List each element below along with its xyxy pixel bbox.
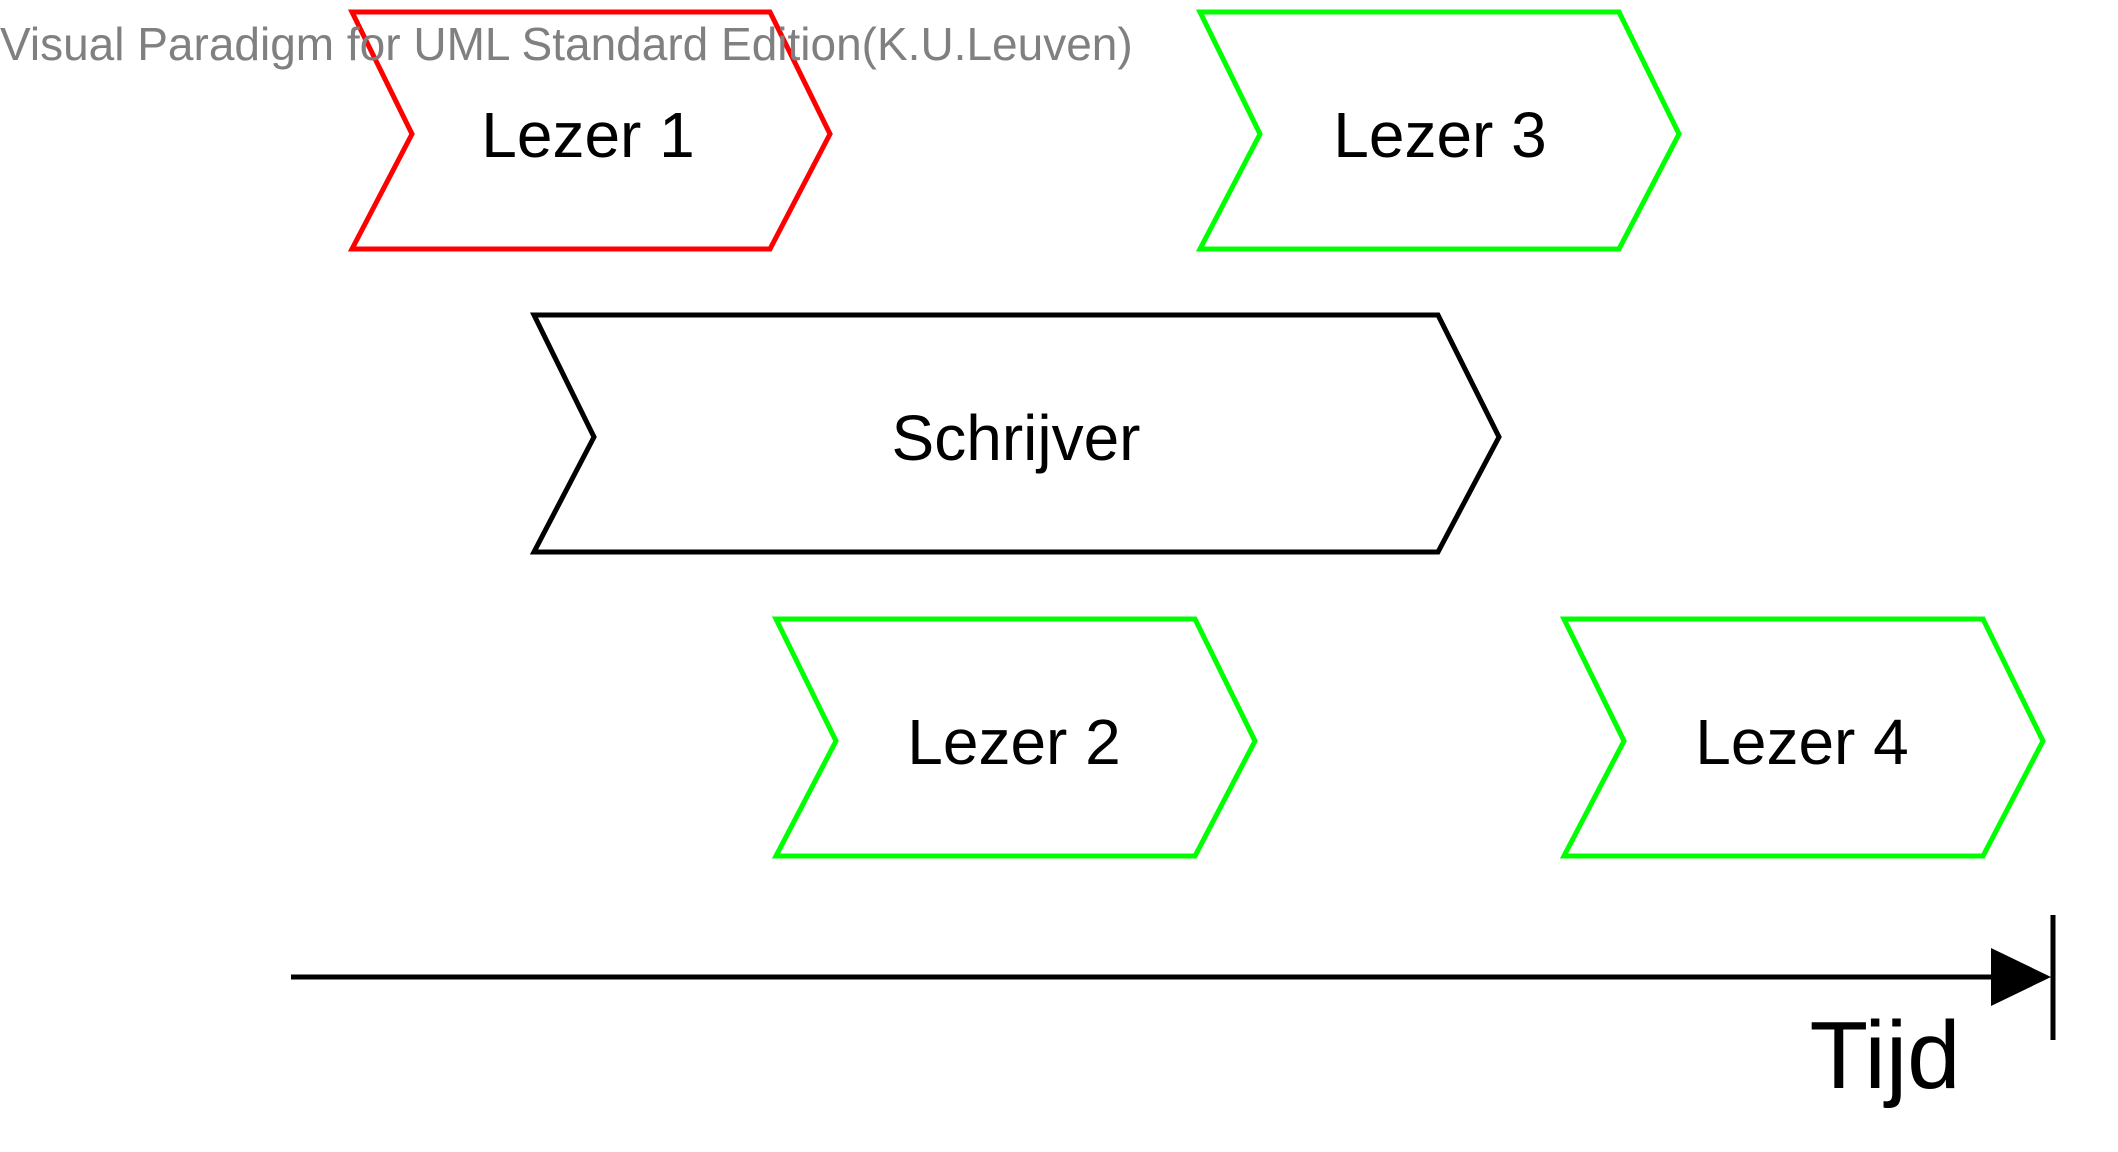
lezer-3-chevron	[1195, 9, 1682, 252]
lezer-2-chevron	[771, 616, 1258, 859]
schrijver-chevron	[529, 312, 1502, 555]
schrijver-shape: Schrijver	[529, 312, 1502, 555]
lezer-1-label: Lezer 1	[481, 99, 694, 171]
lezer-2-label: Lezer 2	[907, 706, 1120, 778]
lezer-4-shape: Lezer 4	[1559, 616, 2046, 859]
lezer-4-chevron	[1559, 616, 2046, 859]
time-axis-label: Tijd	[1809, 1002, 1960, 1109]
lezer-3-shape: Lezer 3	[1195, 9, 1682, 252]
lezer-4-label: Lezer 4	[1695, 706, 1908, 778]
lezer-1-chevron	[347, 9, 833, 252]
schrijver-label: Schrijver	[892, 402, 1141, 474]
lezer-1-shape: Lezer 1	[347, 9, 833, 252]
time-axis-arrowhead	[1991, 948, 2051, 1006]
lezer-3-label: Lezer 3	[1333, 99, 1546, 171]
lezer-2-shape: Lezer 2	[771, 616, 1258, 859]
time-axis: Tijd	[291, 915, 2056, 1109]
watermark-text: Visual Paradigm for UML Standard Edition…	[0, 18, 1133, 70]
